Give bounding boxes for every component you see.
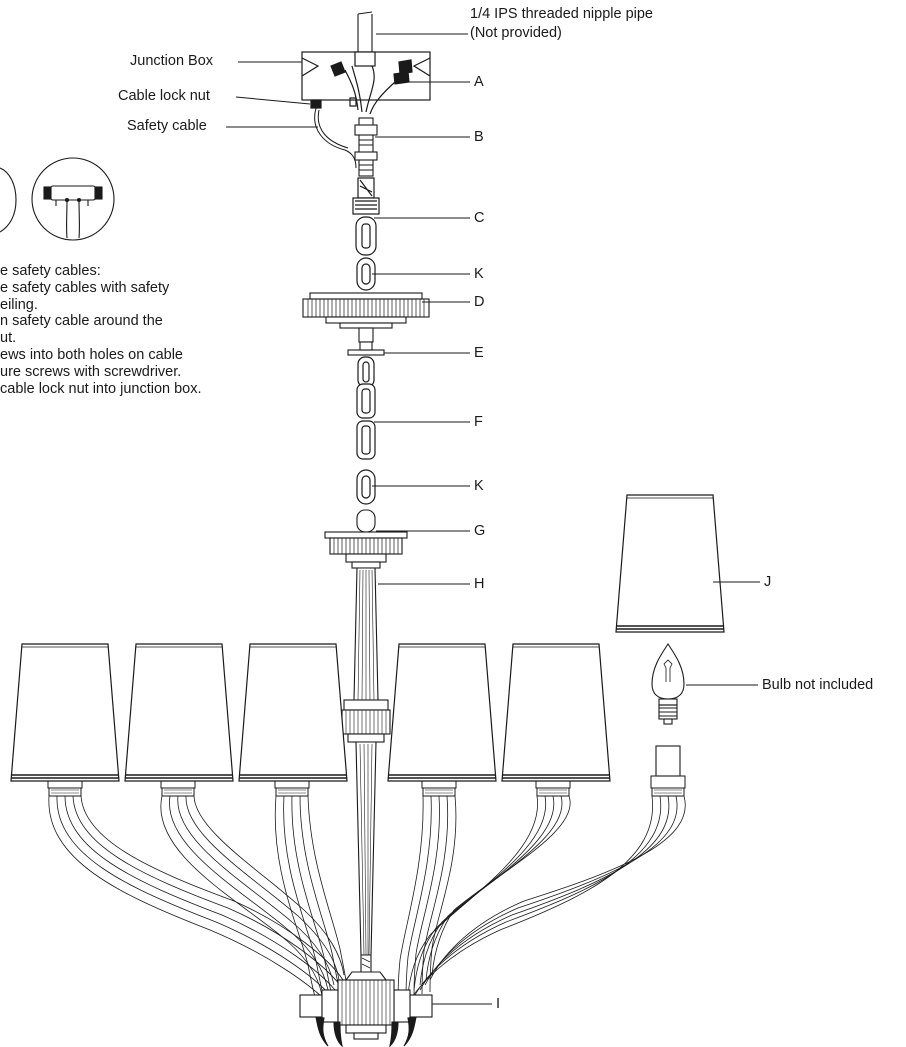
- leader-lines: [226, 33, 760, 1005]
- part-letter-d: D: [474, 294, 485, 310]
- instruction-line: cable lock nut into junction box.: [0, 380, 202, 397]
- instruction-line: ut.: [0, 330, 17, 347]
- part-j-shade: [615, 494, 725, 633]
- part-letter-k-top: K: [474, 266, 484, 282]
- shade-5: [501, 643, 611, 782]
- part-f-chain: [356, 356, 376, 460]
- part-letter-i: I: [496, 996, 501, 1012]
- shade-3: [238, 643, 348, 782]
- part-g-cover: [324, 509, 408, 569]
- instruction-line: e safety cables:: [0, 263, 101, 279]
- part-letter-h: H: [474, 576, 485, 592]
- part-letter-j: J: [764, 574, 772, 590]
- instruction-line: e safety cables with safety: [0, 279, 170, 296]
- part-b-threaded-rod: [354, 117, 378, 177]
- chandelier-arms: [48, 795, 686, 1001]
- instruction-line: ure screws with screwdriver.: [0, 363, 182, 380]
- junction-box-label: Junction Box: [130, 53, 214, 69]
- safety-cable-instructions: e safety cables: e safety cables with sa…: [0, 263, 202, 397]
- shade-4: [387, 643, 497, 782]
- part-k-link-bottom: [356, 469, 376, 505]
- part-letter-g: G: [474, 523, 486, 539]
- part-letter-a: A: [474, 74, 484, 90]
- cable-lock-nut-label: Cable lock nut: [118, 88, 210, 104]
- shade-2: [124, 643, 234, 782]
- nipple-pipe: [357, 11, 373, 55]
- part-k-link-top: [356, 257, 376, 291]
- bulb-socket: [655, 745, 681, 777]
- arm-cup-6: [650, 775, 686, 797]
- detail-circle-partial: [0, 167, 17, 233]
- instruction-line: eiling.: [0, 296, 38, 313]
- part-i-bottom-body: [299, 971, 433, 1047]
- part-d-canopy: [302, 292, 430, 343]
- part-letter-b: B: [474, 129, 484, 145]
- part-letter-f: F: [474, 414, 483, 430]
- part-e-collar: [347, 341, 385, 356]
- part-c-loop: [352, 177, 380, 256]
- junction-box: [301, 51, 431, 115]
- instruction-line: ews into both holes on cable: [0, 346, 183, 363]
- instruction-line: n safety cable around the: [0, 313, 163, 330]
- bulb-not-included-label: Bulb not included: [762, 677, 874, 693]
- safety-cable: [314, 107, 357, 169]
- candle-bulb: [651, 643, 685, 725]
- part-letter-e: E: [474, 345, 484, 361]
- nipple-pipe-note: (Not provided): [470, 25, 562, 41]
- shade-1: [10, 643, 120, 782]
- part-h-stem: [341, 567, 391, 973]
- nipple-pipe-label: 1/4 IPS threaded nipple pipe: [470, 6, 653, 22]
- part-letter-k-bottom: K: [474, 478, 484, 494]
- safety-cable-label: Safety cable: [127, 118, 207, 134]
- detail-circle-cable-nut: [31, 157, 115, 241]
- part-letter-c: C: [474, 210, 485, 226]
